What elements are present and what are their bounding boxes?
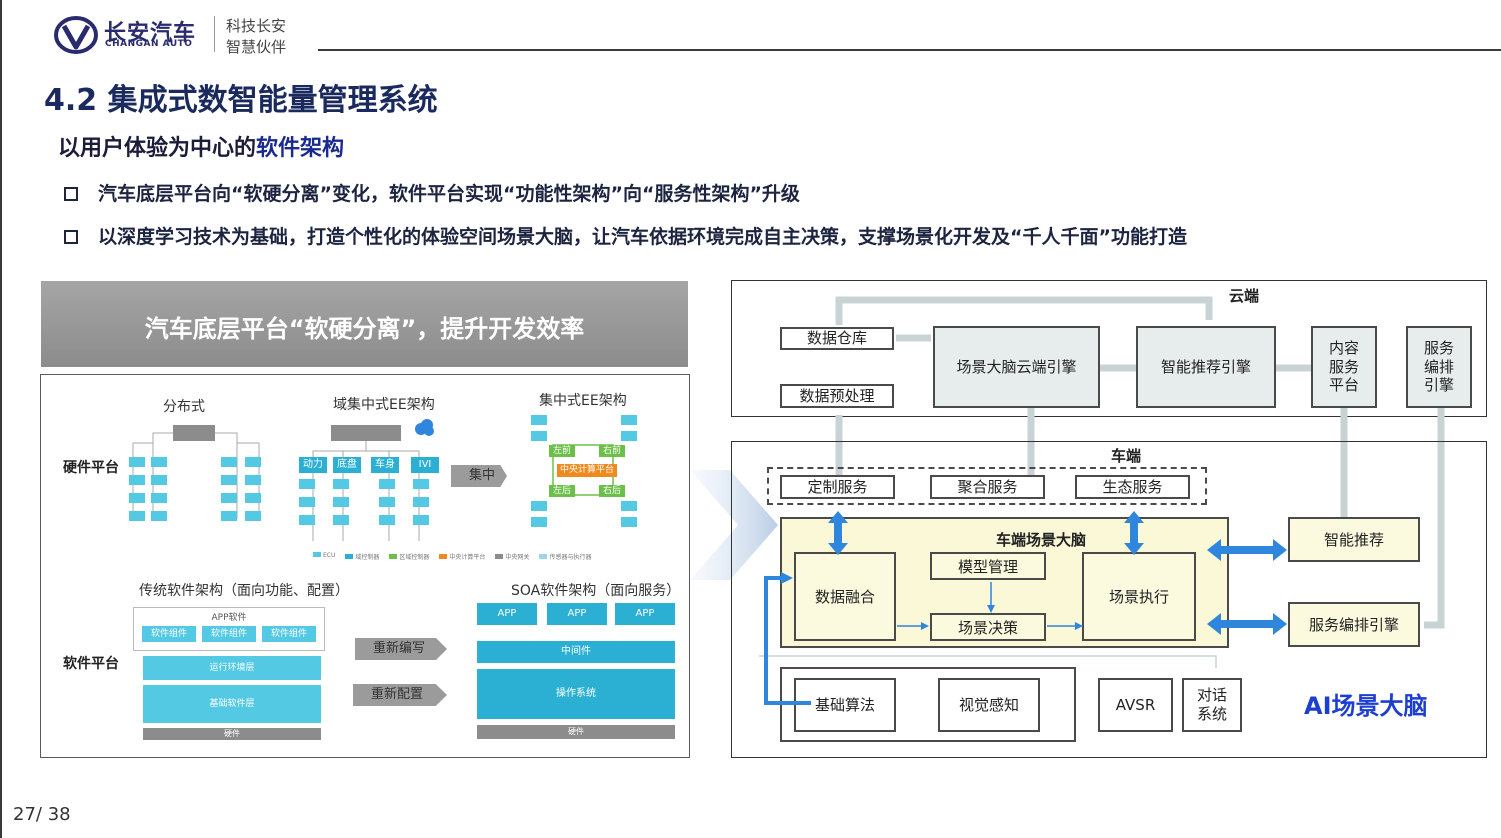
domain-ecu-nodes	[299, 479, 429, 525]
data-warehouse-box: 数据仓库	[780, 327, 894, 350]
data-preprocess-box: 数据预处理	[780, 384, 894, 408]
software-component: 软件组件	[202, 626, 256, 642]
domain-box-ivi: IVI	[411, 457, 439, 473]
zone-front-left: 左前	[549, 445, 575, 457]
ecu-nodes	[129, 457, 261, 521]
central-compute-platform: 中央计算平台	[557, 464, 617, 477]
avsr-box: AVSR	[1098, 678, 1173, 732]
cloud-icon	[415, 419, 434, 436]
architecture-panel: 硬件平台 软件平台 分布式 域集中式EE架构 动力 底盘 车身 IVI	[40, 374, 690, 758]
dialog-system-box: 对话 系统	[1182, 678, 1242, 732]
zone-rear-left: 左后	[549, 485, 575, 497]
hardware-layer: 硬件	[143, 728, 321, 740]
software-component: 软件组件	[262, 626, 316, 642]
brand-divider	[214, 16, 215, 52]
subtitle-prefix: 以用户体验为中心的	[58, 136, 257, 161]
subtitle-emphasis: 软件架构	[256, 136, 345, 161]
cloud-label: 云端	[1229, 287, 1260, 305]
left-banner-text: 汽车底层平台“软硬分离”，提升开发效率	[144, 315, 585, 343]
legend-item: 中央计算平台	[439, 552, 485, 561]
transition-arrow-icon	[690, 470, 778, 580]
rewrite-arrow-tag: 重新编写	[355, 638, 447, 660]
soa-hardware: 硬件	[477, 725, 675, 739]
domain-box-body: 车身	[371, 457, 399, 473]
bullet-text: 汽车底层平台向“软硬分离”变化，软件平台实现“功能性架构”向“服务性架构”升级	[98, 183, 800, 205]
left-banner	[41, 281, 688, 367]
scene-decision-box: 场景决策	[930, 613, 1046, 641]
slide-left-border	[0, 0, 2, 838]
custom-service-box: 定制服务	[780, 475, 895, 499]
soa-os: 操作系统	[477, 669, 675, 719]
brand-name-en: CHANGAN AUTO	[105, 39, 193, 49]
model-management-box: 模型管理	[930, 552, 1046, 580]
service-orchestration-box: 服务编排引擎	[1288, 602, 1420, 647]
legend-item: 区域控制器	[389, 552, 429, 561]
blue-arrows	[759, 511, 1287, 705]
soa-middleware: 中间件	[477, 641, 675, 663]
smart-recommend-engine: 智能推荐引擎	[1136, 326, 1276, 408]
distributed-topology	[129, 425, 261, 521]
scene-brain-cloud-engine: 场景大脑云端引擎	[933, 326, 1100, 408]
soa-arch-title: SOA软件架构（面向服务）	[511, 583, 681, 599]
reconfigure-arrow-tag: 重新配置	[353, 684, 447, 706]
legend-item: 域控制器	[345, 552, 379, 561]
vehicle-label: 车端	[1111, 447, 1142, 465]
changan-logo-icon	[54, 16, 98, 54]
domain-arch-label: 域集中式EE架构	[333, 397, 435, 413]
centralize-arrow-tag: 集中化	[451, 465, 507, 487]
app-layer: APP软件 软件组件 软件组件 软件组件	[133, 607, 325, 651]
data-fusion-box: 数据融合	[794, 552, 896, 641]
software-component: 软件组件	[142, 626, 196, 642]
domain-box-powertrain: 动力	[299, 457, 327, 473]
vehicle-scene-brain-title: 车端场景大脑	[996, 531, 1087, 549]
services-group	[767, 467, 1207, 505]
hardware-platform-label: 硬件平台	[63, 460, 119, 476]
base-software-layer: 基础软件层	[143, 685, 321, 723]
zone-rear-right: 右后	[599, 485, 625, 497]
slogan-line-2: 智慧伙伴	[226, 38, 287, 56]
app-layer-label: APP软件	[211, 613, 247, 623]
central-topology	[531, 415, 637, 527]
content-service-platform: 内容 服务 平台	[1311, 326, 1377, 408]
service-orchestration-engine-cloud: 服务 编排 引擎	[1406, 326, 1472, 408]
vehicle-panel	[731, 441, 1487, 758]
runtime-layer: 运行环境层	[143, 656, 321, 680]
header-rule	[318, 49, 1501, 51]
legend-item: 中央网关	[495, 552, 529, 561]
visual-perception-box: 视觉感知	[938, 678, 1040, 732]
central-arch-label: 集中式EE架构	[539, 393, 627, 409]
bullet-item: 以深度学习技术为基础，打造个性化的体验空间场景大脑，让汽车依据环境完成自主决策，…	[64, 222, 1187, 249]
soa-app: APP	[477, 603, 537, 625]
bullet-item: 汽车底层平台向“软硬分离”变化，软件平台实现“功能性架构”向“服务性架构”升级	[64, 179, 800, 206]
slide-title: 4.2 集成式数智能量管理系统	[44, 83, 438, 118]
legend-item: 传感器与执行器	[539, 552, 591, 561]
aggregate-service-box: 聚合服务	[930, 475, 1045, 499]
soa-app: APP	[547, 603, 607, 625]
soa-app: APP	[615, 603, 675, 625]
smart-recommend-box: 智能推荐	[1288, 517, 1420, 562]
bullet-square-icon	[64, 230, 78, 244]
ecosystem-service-box: 生态服务	[1075, 475, 1190, 499]
gateway-node	[173, 425, 215, 441]
software-platform-label: 软件平台	[63, 656, 119, 672]
slide-subtitle: 以用户体验为中心的软件架构	[58, 130, 344, 162]
slogan-line-1: 科技长安	[226, 17, 287, 35]
topology-legend: ECU 域控制器 区域控制器 中央计算平台 中央网关 传感器与执行器	[313, 552, 591, 561]
cloud-panel	[731, 280, 1487, 417]
legend-item: ECU	[313, 552, 335, 561]
scene-execution-box: 场景执行	[1082, 552, 1196, 641]
distributed-label: 分布式	[163, 399, 205, 415]
zone-front-right: 右前	[599, 445, 625, 457]
page-number: 27/ 38	[13, 804, 71, 825]
bullet-square-icon	[64, 187, 78, 201]
flow-arrows	[835, 296, 1445, 629]
bullet-text: 以深度学习技术为基础，打造个性化的体验空间场景大脑，让汽车依据环境完成自主决策，…	[98, 226, 1187, 248]
traditional-arch-title: 传统软件架构（面向功能、配置）	[139, 583, 349, 599]
domain-box-chassis: 底盘	[333, 457, 361, 473]
ai-scene-brain-label: AI场景大脑	[1304, 692, 1428, 720]
brand-name-cn: 长安汽车	[104, 21, 197, 46]
domain-gateway-node	[331, 425, 401, 441]
